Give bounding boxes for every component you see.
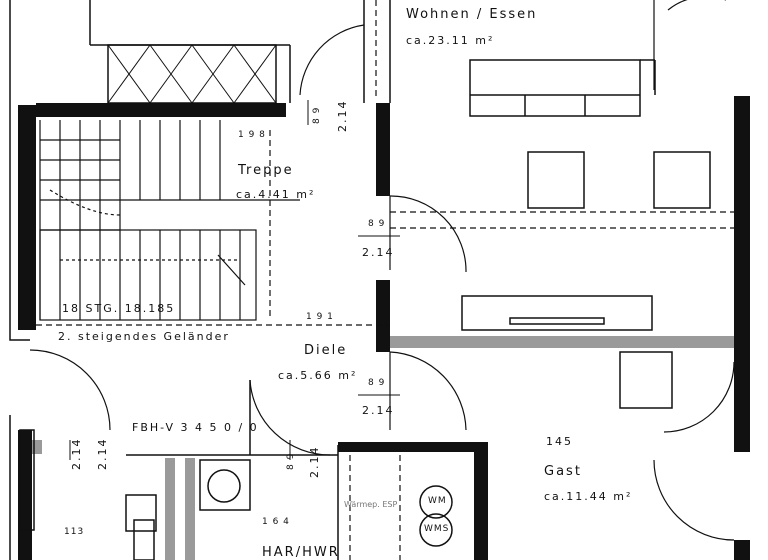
chair-1 — [527, 151, 585, 209]
wall-left-upper — [18, 105, 36, 330]
door-dim-214-d: 2.14 — [70, 437, 83, 471]
wall-center — [376, 103, 390, 196]
wms-label: WMS — [424, 524, 450, 534]
wall-bathroom-right — [474, 442, 488, 560]
room-diele-area: ca.5.66 m² — [278, 369, 358, 382]
cabinet-crosses — [107, 44, 277, 104]
wall-har-top — [338, 442, 488, 452]
door-dim-89-a: 8 9 — [368, 219, 386, 229]
dim-113: 113 — [64, 527, 85, 537]
heating-note: Wärmep. ESP — [344, 500, 398, 509]
wall-right-bottom — [734, 540, 750, 560]
door-dim-214-f: 2.14 — [308, 445, 321, 479]
door-swings — [29, 0, 735, 541]
partition-gast-top — [390, 336, 734, 348]
thin-lines — [9, 0, 391, 560]
wm-circle — [419, 485, 453, 519]
partitions — [32, 336, 734, 560]
dimension-markers — [69, 100, 400, 460]
door-dim-214-c: 2.14 — [336, 99, 349, 133]
room-har-name: HAR/HWR — [262, 545, 340, 560]
stair-note: 18 STG. 18.185 — [62, 302, 176, 315]
door-dim-89-b: 8 9 — [368, 378, 386, 388]
room-diele-name: Diele — [304, 343, 348, 358]
door-dim-214-e: 2.14 — [96, 437, 109, 471]
railing-note: 2. steigendes Geländer — [58, 330, 230, 343]
door-dim-89-c: 8 9 — [312, 106, 322, 124]
chair-2 — [653, 151, 711, 209]
room-wohnen-area: ca.23.11 m² — [406, 34, 495, 47]
room-treppe-name: Treppe — [238, 163, 294, 178]
sideboard — [461, 295, 653, 331]
cabinet-top — [107, 44, 277, 104]
desk — [619, 351, 673, 409]
door-dim-214-b: 2.14 — [362, 404, 395, 417]
wall-right — [734, 96, 750, 452]
room-treppe-code: 1 9 8 — [238, 130, 266, 140]
wall-center-lower — [376, 280, 390, 352]
fbh-note: FBH-V 3 4 5 0 / 0 — [132, 421, 259, 434]
room-treppe-area: ca.4.41 m² — [236, 188, 316, 201]
partition-har — [165, 458, 175, 560]
sink — [125, 494, 157, 532]
door-dim-214-a: 2.14 — [362, 246, 395, 259]
wms-circle — [419, 513, 453, 547]
dim-191: 1 9 1 — [306, 312, 334, 322]
sofa — [469, 59, 641, 117]
partition-har-2 — [185, 458, 195, 560]
room-gast-name: Gast — [544, 464, 582, 479]
wall-lower-left — [18, 430, 32, 560]
staircase — [39, 120, 300, 321]
room-wohnen-name: Wohnen / Essen — [406, 7, 538, 22]
wm-label: WM — [428, 496, 447, 506]
washer — [199, 459, 251, 511]
partition-left — [32, 440, 42, 454]
wall-stair-top — [36, 103, 286, 117]
dashed-lines — [36, 0, 734, 560]
room-gast-code: 145 — [546, 435, 573, 448]
walls — [18, 96, 750, 560]
dim-164: 1 6 4 — [262, 517, 290, 527]
furniture — [19, 59, 711, 560]
door-dim-89-d: 8 9 — [286, 452, 296, 470]
room-gast-area: ca.11.44 m² — [544, 490, 633, 503]
